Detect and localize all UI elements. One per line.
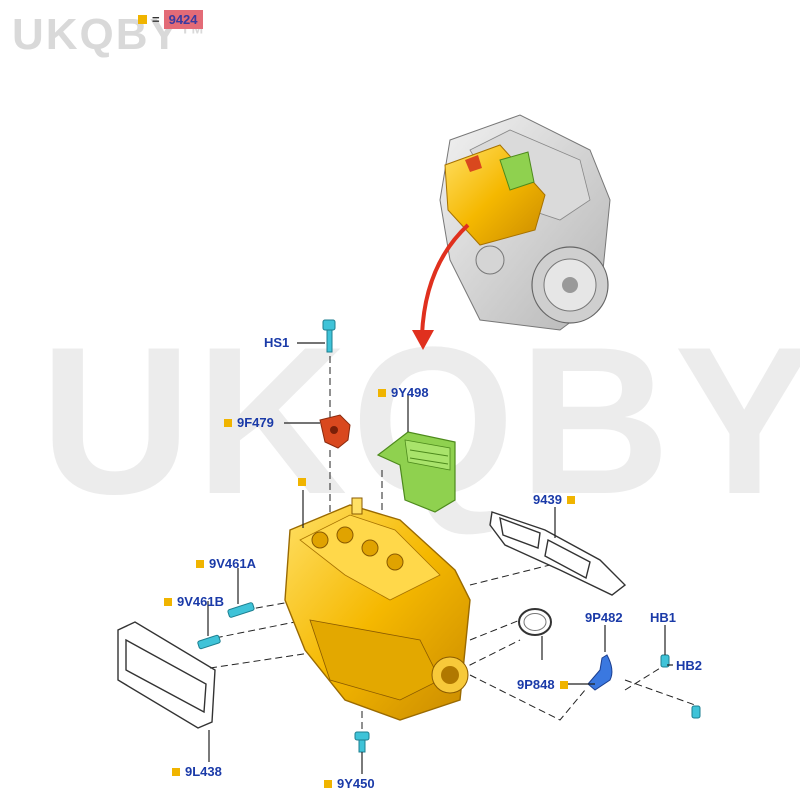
bolt-hs1-icon[interactable] [322, 319, 336, 353]
engine-thumbnail [439, 114, 611, 331]
stud-9y450-icon[interactable] [354, 731, 370, 753]
gold-square-icon [566, 495, 575, 504]
watermark-small: UKQBYTM [12, 10, 203, 59]
stud-9v461b-icon[interactable] [197, 634, 221, 650]
label-9l438[interactable]: 9L438 [172, 764, 222, 779]
leader-lines [207, 342, 673, 774]
hose-9p482-icon[interactable] [587, 654, 613, 691]
legend: = 9424 [138, 10, 203, 29]
cylinder-head-assembly[interactable] [284, 497, 471, 721]
label-9y498[interactable]: 9Y498 [378, 385, 429, 400]
label-gold-part[interactable] [298, 478, 306, 486]
gasket-9l438-icon[interactable] [117, 621, 216, 729]
legend-ref-number: 9424 [163, 10, 203, 29]
gold-square-icon [196, 559, 204, 568]
gold-square-icon [559, 680, 568, 689]
bolt-hb2-icon[interactable] [691, 705, 701, 719]
gold-square-icon [172, 767, 180, 776]
arrow-head-icon [412, 330, 434, 350]
stud-9v461a-icon[interactable] [227, 602, 255, 618]
label-9f479[interactable]: 9F479 [224, 415, 274, 430]
label-9p848[interactable]: 9P848 [517, 677, 568, 692]
red-sensor-9f479-icon[interactable] [319, 414, 351, 449]
red-arrow [420, 223, 470, 336]
label-9v461b[interactable]: 9V461B [164, 594, 224, 609]
label-9v461a[interactable]: 9V461A [196, 556, 256, 571]
seal-ring-9p848-icon[interactable] [518, 608, 552, 636]
gold-square-icon [224, 418, 232, 427]
gold-square-icon [138, 15, 147, 24]
green-cover-9y498-icon[interactable] [376, 431, 456, 513]
gold-square-icon [378, 388, 386, 397]
label-9y450[interactable]: 9Y450 [324, 776, 375, 791]
label-9439[interactable]: 9439 [533, 492, 575, 507]
gasket-9439-icon[interactable] [489, 511, 627, 596]
gold-square-icon [164, 597, 172, 606]
label-9p482[interactable]: 9P482 [585, 610, 623, 625]
gold-square-icon [298, 478, 306, 486]
gold-square-icon [324, 779, 332, 788]
label-hb2[interactable]: HB2 [676, 658, 703, 673]
label-hb1[interactable]: HB1 [650, 610, 677, 625]
label-hs1[interactable]: HS1 [264, 335, 290, 350]
